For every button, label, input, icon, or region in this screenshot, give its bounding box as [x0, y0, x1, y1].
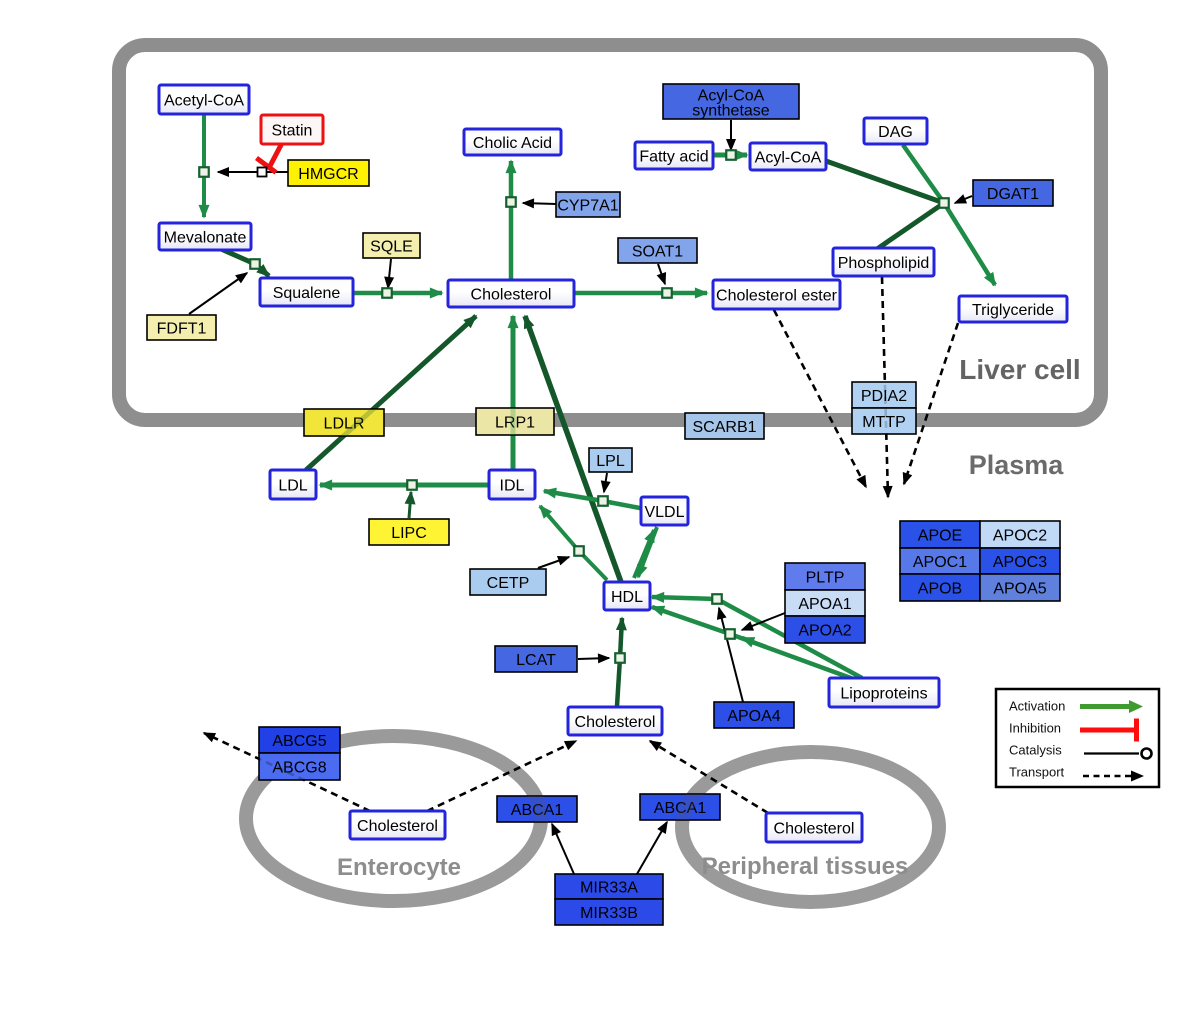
svg-text:PLTP: PLTP	[806, 569, 845, 586]
svg-text:Phospholipid: Phospholipid	[838, 255, 930, 272]
svg-text:APOC3: APOC3	[993, 554, 1047, 571]
svg-text:APOA5: APOA5	[993, 580, 1046, 597]
svg-text:IDL: IDL	[500, 477, 525, 494]
svg-text:Acyl-CoA: Acyl-CoA	[698, 88, 765, 105]
svg-text:APOC1: APOC1	[913, 554, 967, 571]
svg-text:Peripheral tissues: Peripheral tissues	[702, 853, 909, 880]
svg-text:VLDL: VLDL	[644, 504, 684, 521]
svg-text:Cholesterol: Cholesterol	[357, 818, 438, 835]
svg-text:Activation: Activation	[1009, 699, 1065, 714]
svg-text:APOB: APOB	[918, 580, 962, 597]
svg-text:MTTP: MTTP	[862, 414, 906, 431]
svg-text:ABCG8: ABCG8	[272, 759, 326, 776]
svg-text:Cholesterol: Cholesterol	[471, 286, 552, 303]
svg-text:SCARB1: SCARB1	[692, 419, 756, 436]
svg-text:HDL: HDL	[611, 589, 643, 606]
svg-text:Enterocyte: Enterocyte	[337, 854, 461, 881]
svg-text:Plasma: Plasma	[969, 450, 1065, 480]
svg-text:DAG: DAG	[878, 124, 913, 141]
svg-text:Fatty acid: Fatty acid	[639, 148, 708, 165]
svg-text:APOA2: APOA2	[798, 622, 851, 639]
svg-text:Cholesterol: Cholesterol	[575, 714, 656, 731]
svg-text:Statin: Statin	[272, 122, 313, 139]
svg-text:ABCA1: ABCA1	[654, 800, 707, 817]
svg-text:Inhibition: Inhibition	[1009, 721, 1061, 736]
svg-text:LDLR: LDLR	[324, 415, 365, 432]
svg-text:SQLE: SQLE	[370, 238, 413, 255]
svg-text:Acyl-CoA: Acyl-CoA	[755, 149, 822, 166]
svg-text:APOE: APOE	[918, 527, 962, 544]
svg-text:Liver cell: Liver cell	[959, 354, 1080, 385]
svg-text:Cholic Acid: Cholic Acid	[473, 135, 552, 152]
svg-text:DGAT1: DGAT1	[987, 186, 1039, 203]
svg-text:FDFT1: FDFT1	[157, 320, 207, 337]
svg-text:APOC2: APOC2	[993, 527, 1047, 544]
svg-text:Lipoproteins: Lipoproteins	[840, 685, 927, 702]
svg-text:Triglyceride: Triglyceride	[972, 302, 1054, 319]
svg-text:Mevalonate: Mevalonate	[164, 229, 247, 246]
svg-text:LDL: LDL	[278, 477, 307, 494]
svg-text:APOA1: APOA1	[798, 596, 851, 613]
svg-text:MIR33B: MIR33B	[580, 905, 638, 922]
svg-text:HMGCR: HMGCR	[298, 166, 358, 183]
svg-text:LPL: LPL	[596, 453, 625, 470]
svg-text:PDIA2: PDIA2	[861, 388, 907, 405]
svg-text:LRP1: LRP1	[495, 414, 535, 431]
svg-text:ABCG5: ABCG5	[272, 733, 326, 750]
svg-text:Transport: Transport	[1009, 765, 1065, 780]
svg-text:ABCA1: ABCA1	[511, 802, 564, 819]
svg-text:LIPC: LIPC	[391, 525, 427, 542]
svg-text:Acetyl-CoA: Acetyl-CoA	[164, 92, 244, 109]
svg-text:APOA4: APOA4	[727, 708, 780, 725]
svg-text:CYP7A1: CYP7A1	[557, 197, 618, 214]
svg-text:SOAT1: SOAT1	[632, 243, 683, 260]
svg-text:synthetase: synthetase	[692, 103, 769, 120]
svg-text:CETP: CETP	[487, 575, 530, 592]
svg-text:Squalene: Squalene	[273, 285, 341, 302]
svg-text:Cholesterol ester: Cholesterol ester	[716, 287, 838, 304]
svg-text:Cholesterol: Cholesterol	[774, 820, 855, 837]
svg-text:MIR33A: MIR33A	[580, 879, 638, 896]
svg-text:LCAT: LCAT	[516, 652, 556, 669]
svg-text:Catalysis: Catalysis	[1009, 743, 1062, 758]
